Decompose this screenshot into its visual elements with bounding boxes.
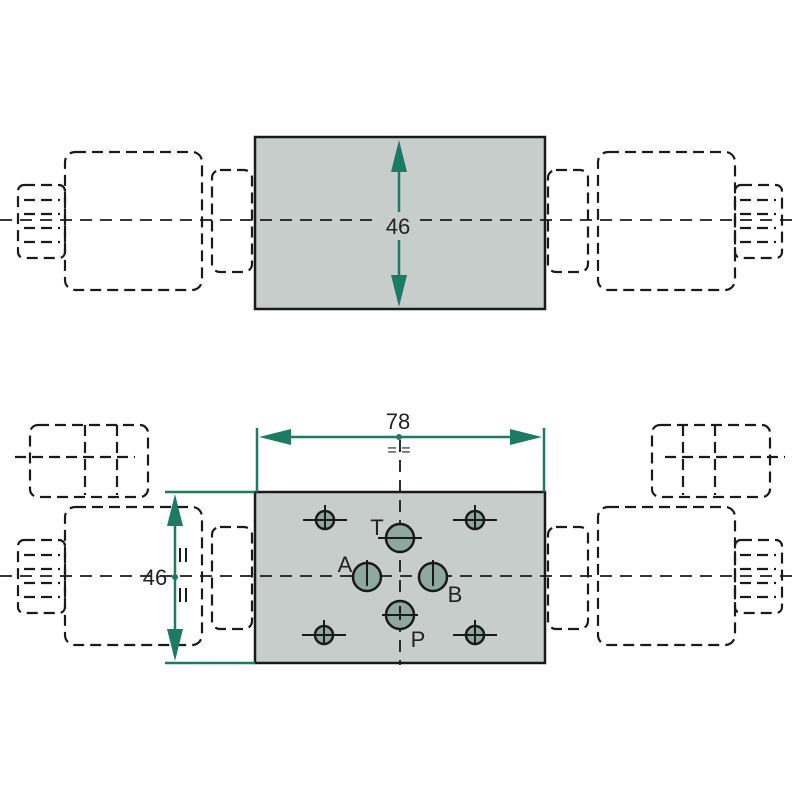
right-solenoid-outline: [546, 150, 784, 292]
port-label-p: P: [411, 627, 426, 652]
bottom-view: 78 = = 46 T A B: [0, 409, 800, 665]
valve-body-bottom: [253, 490, 547, 665]
left-solenoid-outline: [16, 150, 254, 292]
port-label-t: T: [370, 515, 383, 540]
port-label-a: A: [338, 552, 353, 577]
left-solenoid-outline: [15, 423, 254, 647]
symmetry-mark: = =: [387, 442, 410, 459]
height-dimension-top: 46: [380, 140, 418, 307]
height-dimension-bottom: 46: [143, 490, 255, 665]
width-dimension: 78 = =: [255, 409, 546, 492]
top-view: 46: [0, 135, 800, 311]
right-solenoid-outline: [546, 423, 785, 647]
ports: T A B P: [338, 515, 463, 652]
mounting-holes: [302, 505, 497, 646]
dimension-label: 46: [386, 214, 410, 239]
dimension-label: 46: [143, 565, 167, 590]
dimension-label: 78: [386, 409, 410, 434]
port-label-b: B: [448, 582, 463, 607]
